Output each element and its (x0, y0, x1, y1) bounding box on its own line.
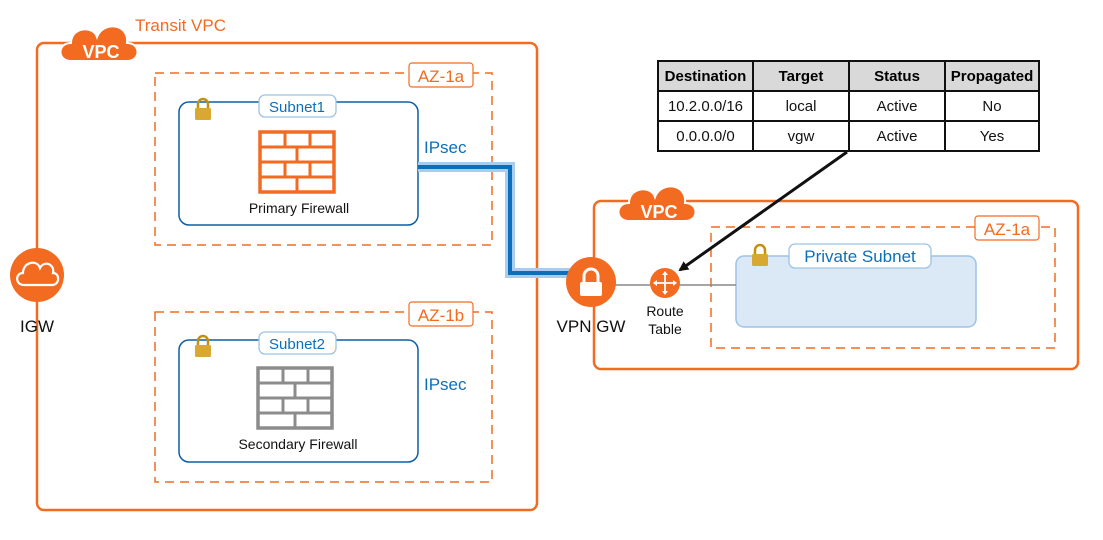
firewall-icon-secondary (256, 366, 334, 430)
router-icon (650, 268, 680, 298)
route-table: Destination Target Status Propagated 10.… (657, 60, 1040, 152)
table-row: 0.0.0.0/0 vgw Active Yes (657, 120, 1040, 152)
table-cell: No (944, 90, 1040, 122)
route-table-arrow (678, 150, 848, 272)
route-table-label-line1: Route (646, 303, 684, 319)
table-row: 10.2.0.0/16 local Active No (657, 90, 1040, 122)
transit-vpc-title: Transit VPC (135, 16, 226, 35)
column-header-status: Status (848, 60, 946, 92)
ipsec-label-secondary: IPsec (424, 375, 467, 394)
vpn-gw-label: VPN GW (557, 317, 626, 336)
vpn-gw-node (566, 257, 616, 307)
table-cell: Active (848, 120, 946, 152)
route-table-label-line2: Table (648, 321, 682, 337)
ipsec-tunnel-core (418, 165, 570, 275)
ipsec-label-primary: IPsec (424, 138, 467, 157)
subnet2-label: Subnet2 (269, 336, 325, 353)
column-header-destination: Destination (657, 60, 754, 92)
column-header-target: Target (752, 60, 850, 92)
az-label-bg (408, 62, 474, 88)
az-1b-box (154, 311, 493, 483)
az-label-bg (408, 301, 474, 327)
vpc-badge-remote: VPC (617, 185, 697, 222)
az-label-bg (974, 215, 1040, 241)
az-1a-box (154, 72, 493, 246)
igw-label: IGW (20, 317, 54, 336)
vpc-badge-label: VPC (640, 202, 677, 222)
az-1b-label: AZ-1b (418, 306, 464, 325)
vpc-badge-transit: VPC (59, 25, 139, 62)
remote-az-box (710, 226, 1056, 349)
private-subnet-label: Private Subnet (804, 247, 916, 266)
table-cell: 10.2.0.0/16 (657, 90, 754, 122)
cloud-icon (16, 261, 60, 287)
table-cell: Yes (944, 120, 1040, 152)
lock-icon (580, 267, 602, 296)
igw-node (10, 248, 64, 302)
table-cell: local (752, 90, 850, 122)
lock-icon (750, 243, 770, 268)
table-cell: 0.0.0.0/0 (657, 120, 754, 152)
firewall-icon-primary (258, 130, 336, 194)
table-cell: vgw (752, 120, 850, 152)
table-header-row: Destination Target Status Propagated (657, 60, 1040, 92)
secondary-firewall-label: Secondary Firewall (238, 436, 357, 452)
az-1a-label: AZ-1a (418, 67, 465, 86)
private-subnet-label-bg (788, 243, 932, 269)
subnet1-label: Subnet1 (269, 99, 325, 116)
primary-firewall-label: Primary Firewall (249, 200, 349, 216)
lock-icon (193, 334, 213, 359)
table-cell: Active (848, 90, 946, 122)
subnet2-label-bg (258, 331, 337, 355)
ipsec-tunnel (418, 162, 570, 278)
remote-az-label: AZ-1a (984, 220, 1031, 239)
column-header-propagated: Propagated (944, 60, 1040, 92)
vpc-badge-label: VPC (82, 42, 119, 62)
subnet1-label-bg (258, 94, 337, 118)
